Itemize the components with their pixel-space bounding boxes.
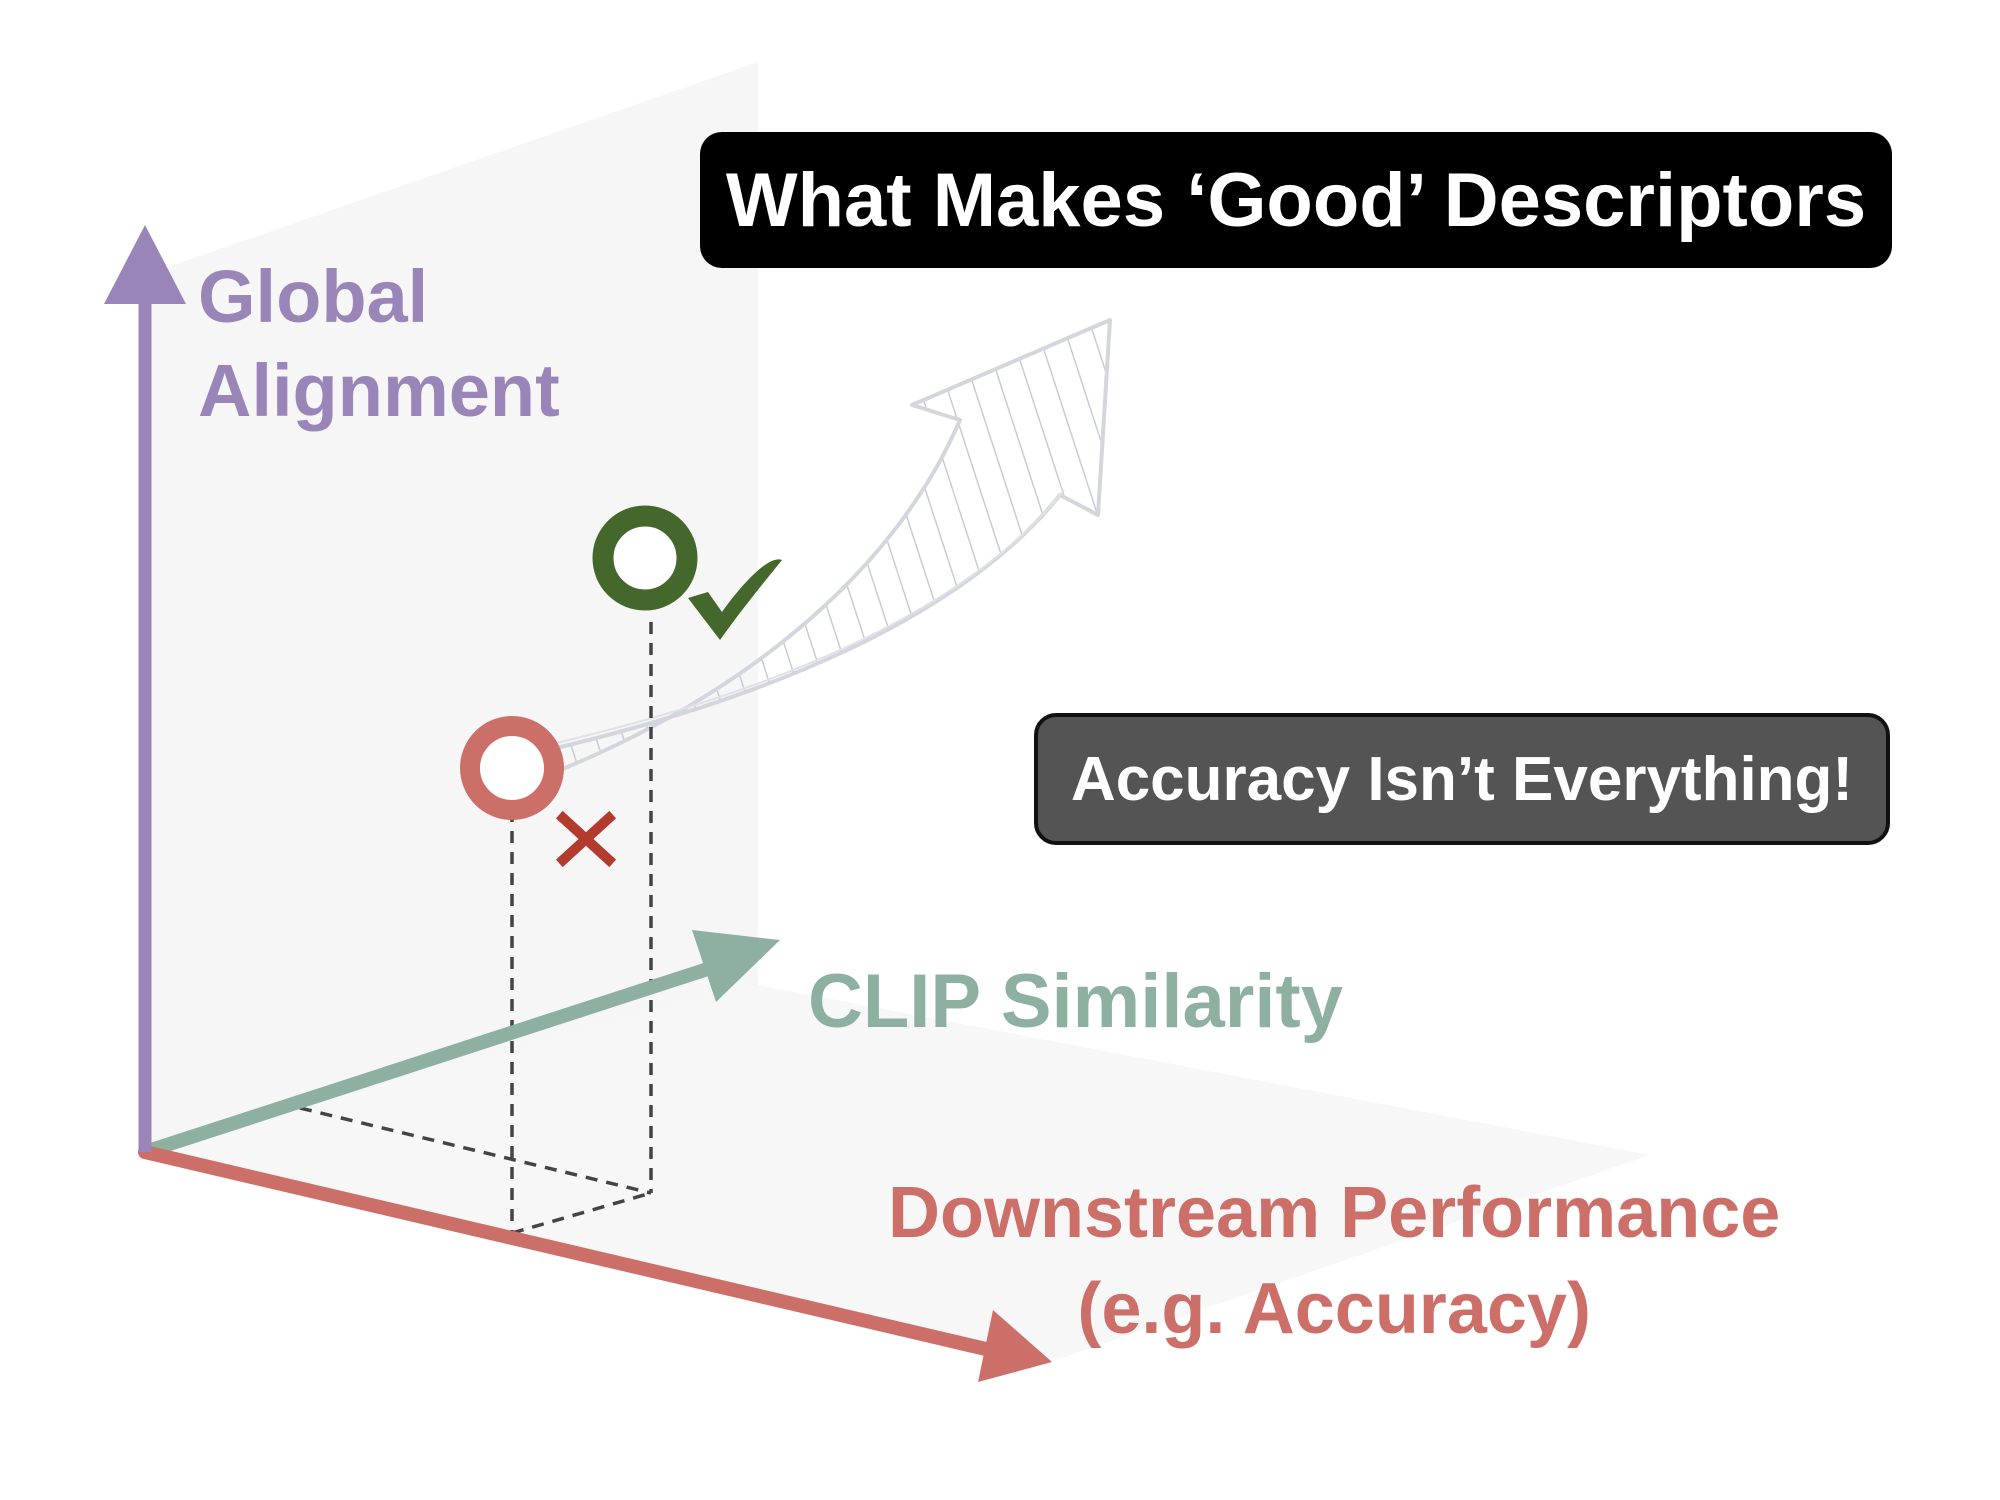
floor-plane	[145, 985, 1650, 1362]
downstream-performance-label-line2: (e.g. Accuracy)	[1077, 1269, 1591, 1349]
checkmark-icon	[688, 559, 782, 640]
downstream-axis	[138, 1145, 1052, 1382]
clip-axis	[138, 930, 780, 1159]
clip-similarity-label: CLIP Similarity	[808, 959, 1344, 1044]
back-plane	[145, 62, 758, 1152]
global-alignment-label-line2: Alignment	[198, 349, 560, 432]
downstream-performance-label: Downstream Performance (e.g. Accuracy)	[888, 1165, 1780, 1357]
sketch-arrow	[546, 318, 1112, 777]
global-alignment-label-line1: Global	[198, 255, 429, 338]
cross-icon	[555, 810, 617, 868]
bad-descriptor-point	[460, 716, 564, 820]
good-descriptor-point	[592, 505, 698, 611]
projection-lines	[299, 622, 653, 1235]
global-axis	[104, 225, 186, 1152]
downstream-performance-label-line1: Downstream Performance	[888, 1173, 1781, 1253]
global-alignment-label: Global Alignment	[198, 250, 560, 438]
title-banner: What Makes ‘Good’ Descriptors	[700, 132, 1892, 268]
callout-banner: Accuracy Isn’t Everything!	[1034, 713, 1890, 845]
